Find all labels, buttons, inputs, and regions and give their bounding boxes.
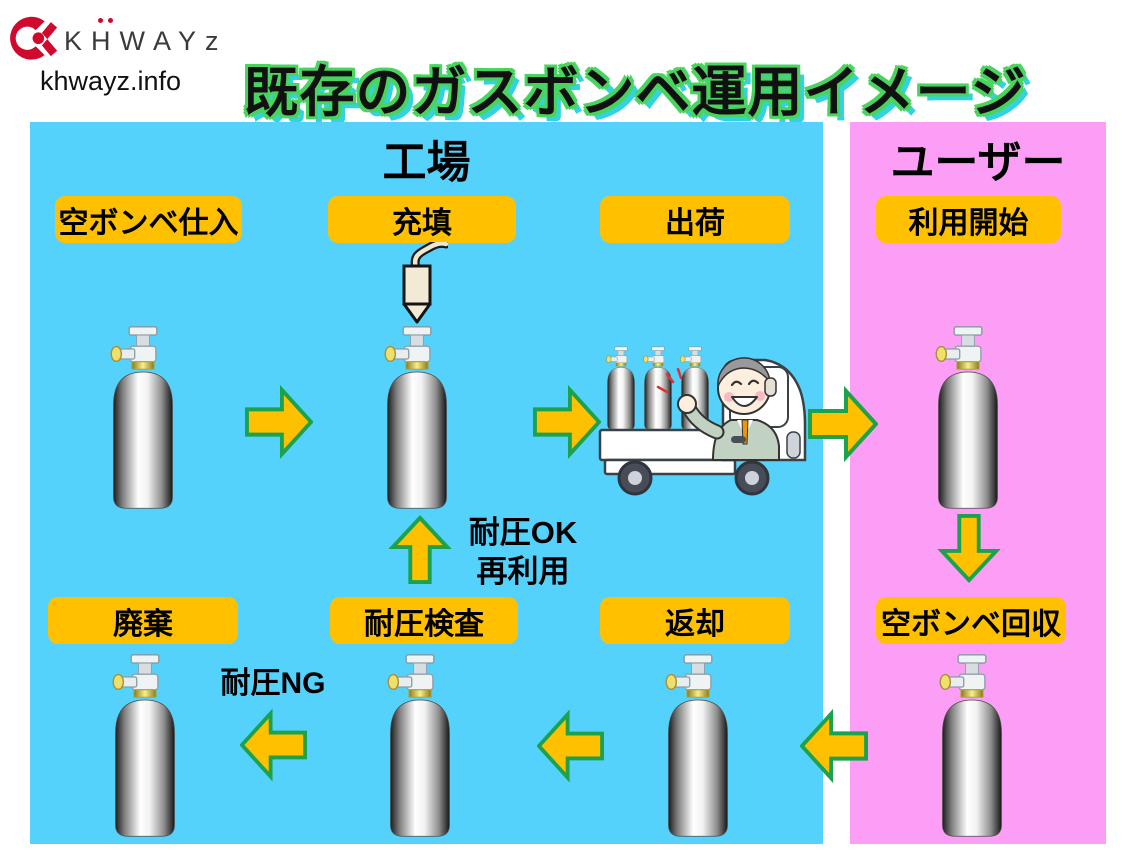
gas-cylinder-fill-icon bbox=[382, 322, 452, 514]
brand-name: KHWAYz bbox=[64, 26, 228, 56]
h-umlaut-dots bbox=[98, 18, 113, 23]
arrow-right-fill-to-ship-icon bbox=[533, 383, 601, 461]
gas-cylinder-test-icon bbox=[385, 650, 455, 842]
arrow-down-use-to-collect-icon bbox=[934, 514, 1004, 584]
pressure-ok-note: 耐圧OK 再利用 bbox=[448, 514, 598, 592]
page-title: 既存のガスボンベ運用イメージ bbox=[243, 60, 1027, 123]
gas-cylinder-collect-icon bbox=[937, 650, 1007, 842]
step-buy-empty: 空ボンベ仕入 bbox=[55, 196, 242, 243]
arrow-left-test-to-dispose-icon bbox=[240, 707, 307, 783]
arrow-left-return-to-test-icon bbox=[537, 708, 604, 784]
delivery-truck-illustration bbox=[598, 346, 807, 496]
gas-cylinder-buy-icon bbox=[108, 322, 178, 514]
brand-site: khwayz.info bbox=[40, 66, 182, 96]
gas-cylinder-return-icon bbox=[663, 650, 733, 842]
arrow-up-test-to-fill-icon bbox=[384, 514, 456, 584]
khwayz-logo-icon bbox=[10, 16, 58, 60]
filling-nozzle-icon bbox=[402, 242, 448, 324]
reuse-text: 再利用 bbox=[476, 553, 570, 589]
factory-header: 工場 bbox=[382, 138, 471, 187]
step-dispose: 廃棄 bbox=[48, 597, 238, 644]
pressure-ng-note: 耐圧NG bbox=[220, 667, 326, 700]
gas-cylinder-dispose-icon bbox=[110, 650, 180, 842]
gas-cylinder-user-icon bbox=[933, 322, 1003, 514]
step-start-use: 利用開始 bbox=[876, 196, 1061, 243]
step-return: 返却 bbox=[600, 597, 790, 644]
step-collect-empty: 空ボンベ回収 bbox=[876, 597, 1066, 644]
arrow-left-collect-to-return-icon bbox=[800, 708, 868, 784]
step-fill: 充填 bbox=[328, 196, 516, 243]
arrow-right-ship-to-user-icon bbox=[808, 385, 878, 463]
arrow-right-buy-to-fill-icon bbox=[245, 383, 313, 461]
pressure-ok-text: 耐圧OK bbox=[468, 515, 578, 550]
step-pressure-test: 耐圧検査 bbox=[330, 597, 518, 644]
step-ship: 出荷 bbox=[600, 196, 790, 243]
user-header: ユーザー bbox=[890, 138, 1066, 187]
